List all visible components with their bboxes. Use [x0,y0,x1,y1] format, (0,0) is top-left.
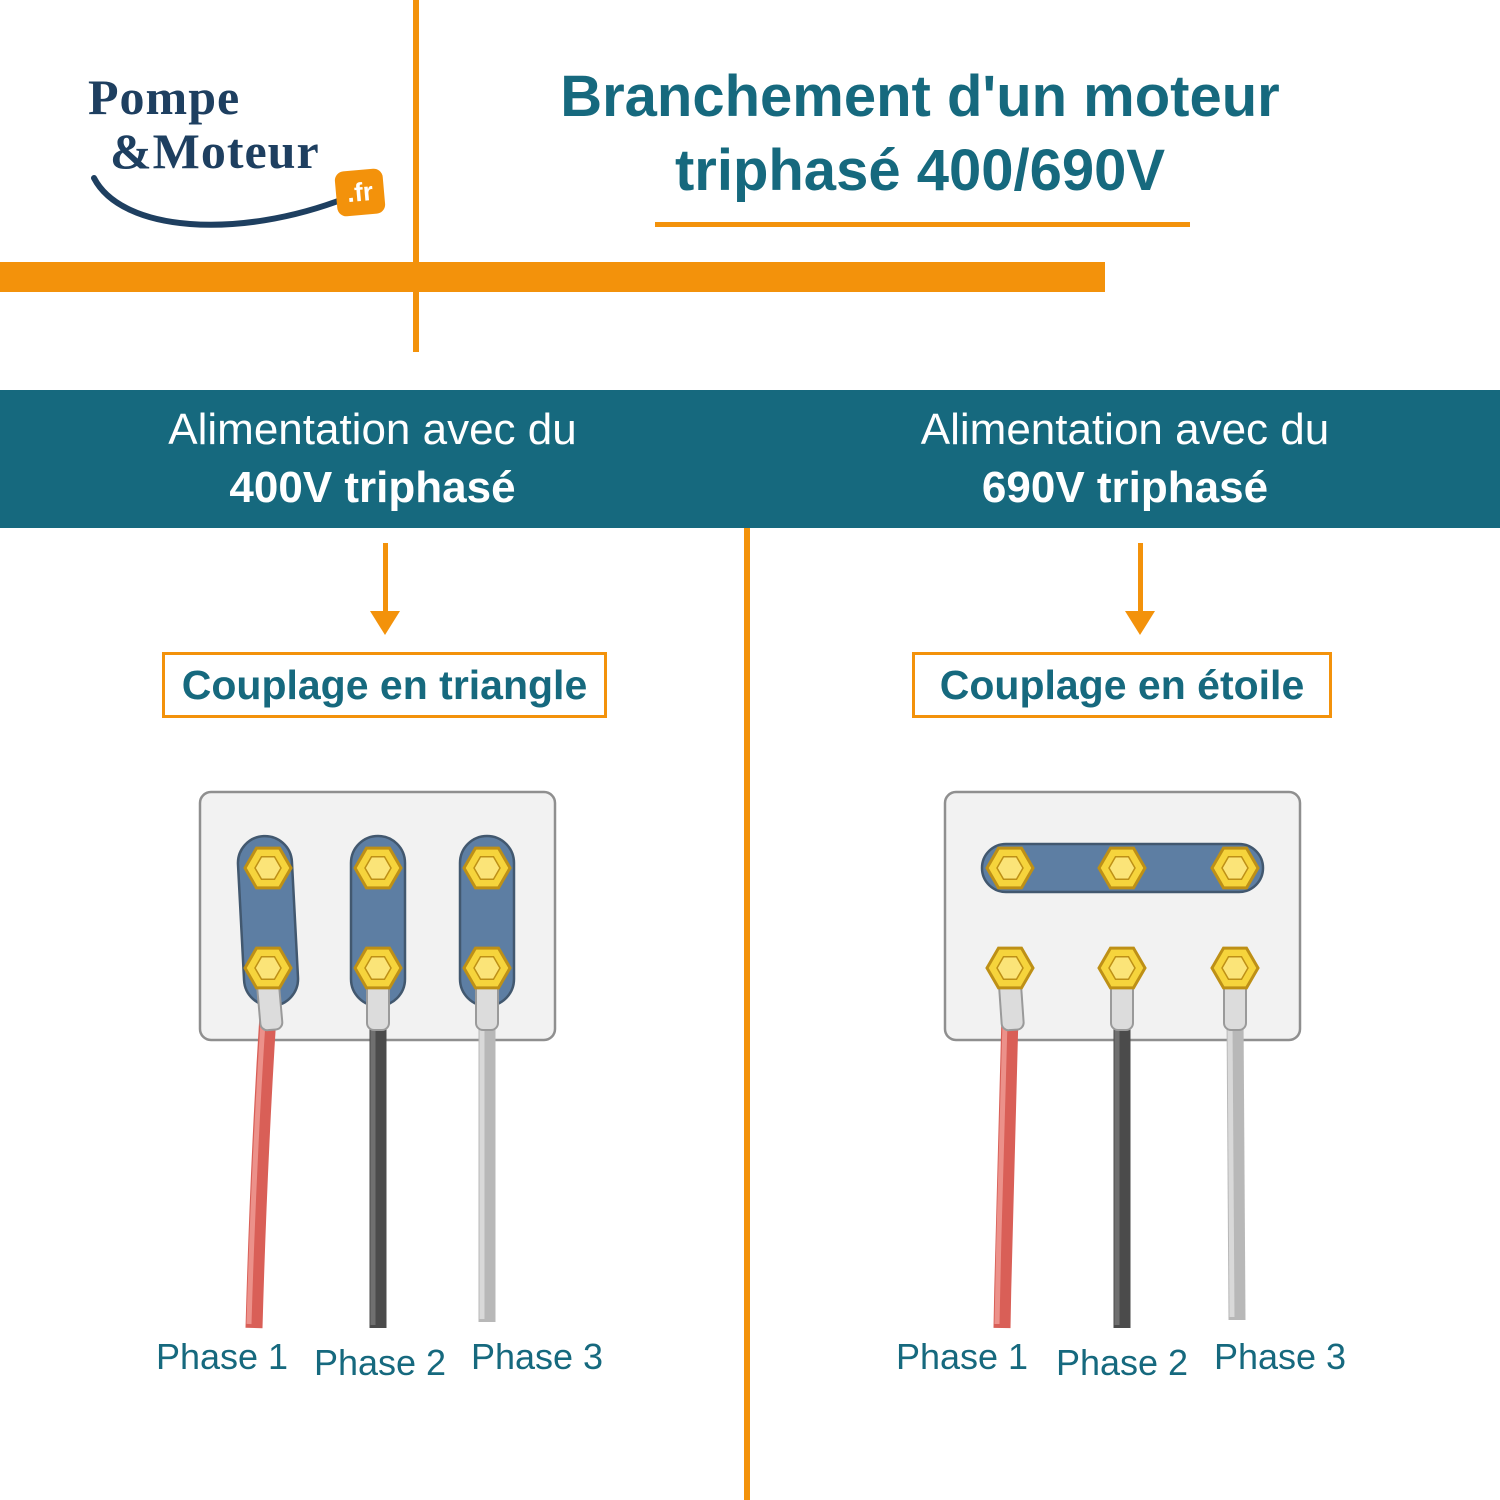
page-title: Branchement d'un moteur triphasé 400/690… [460,60,1380,207]
nut-bottom-3 [462,946,512,990]
wire-phase3 [1226,1014,1246,1321]
brand-name-top: Pompe [88,69,241,125]
coupling-box-star: Couplage en étoile [912,652,1332,718]
arrow-head-icon [370,611,400,635]
coupling-box-triangle: Couplage en triangle [162,652,607,718]
wire-phase3-highlight [1227,1021,1235,1318]
nut-top-1 [243,846,293,890]
nut-top-1 [985,846,1035,890]
arrow-down-left [368,543,402,635]
wire-phase1 [245,1014,277,1329]
banner-right: Alimentation avec du 690V triphasé [750,390,1500,528]
header-orange-bar [0,262,1105,292]
arrow-down-right [1123,543,1157,635]
arrow-head-icon [1125,611,1155,635]
banner-right-line2: 690V triphasé [981,462,1269,512]
title-underline [655,222,1190,227]
coupling-label-triangle: Couplage en triangle [181,661,588,708]
brand-logo: Pompe &Moteur .fr [88,68,398,228]
nut-top-3 [1210,846,1260,890]
phase-label: Phase 2 [313,1342,447,1383]
coupling-label-star: Couplage en étoile [939,661,1305,708]
nut-bottom-2 [1097,946,1147,990]
wire-phase1 [993,1014,1019,1329]
banner-left-line1: Alimentation avec du [168,404,577,454]
phase-label: Phase 1 [895,1336,1029,1377]
phase-label: Phase 2 [1055,1342,1189,1383]
brand-tld-badge: .fr [334,167,386,218]
terminal-box-star [943,790,1302,1329]
page-title-line1: Branchement d'un moteur [560,64,1280,129]
page-title-line2: triphasé 400/690V [674,137,1166,203]
arrow-shaft [1137,543,1143,611]
wire-phase1-highlight [246,1021,266,1325]
banner-band [0,390,1500,528]
nut-bottom-1 [985,946,1035,990]
nut-top-3 [462,846,512,890]
top-vertical-divider [413,0,419,352]
column-divider [744,390,750,1500]
phase-label: Phase 1 [155,1336,289,1377]
phase-label: Phase 3 [470,1336,604,1377]
banner-left-line2: 400V triphasé [229,462,516,512]
banner-left: Alimentation avec du 400V triphasé [0,390,745,528]
nut-top-2 [1097,846,1147,890]
wire-phase1-highlight [994,1021,1008,1325]
nut-top-2 [353,846,403,890]
nut-bottom-3 [1210,946,1260,990]
arrow-shaft [382,543,388,611]
nut-bottom-2 [353,946,403,990]
phase-label: Phase 3 [1213,1336,1347,1377]
brand-name-bottom: &Moteur [110,123,320,179]
nut-bottom-1 [243,946,293,990]
terminal-box-triangle [198,790,557,1329]
banner-right-line1: Alimentation avec du [920,404,1330,454]
